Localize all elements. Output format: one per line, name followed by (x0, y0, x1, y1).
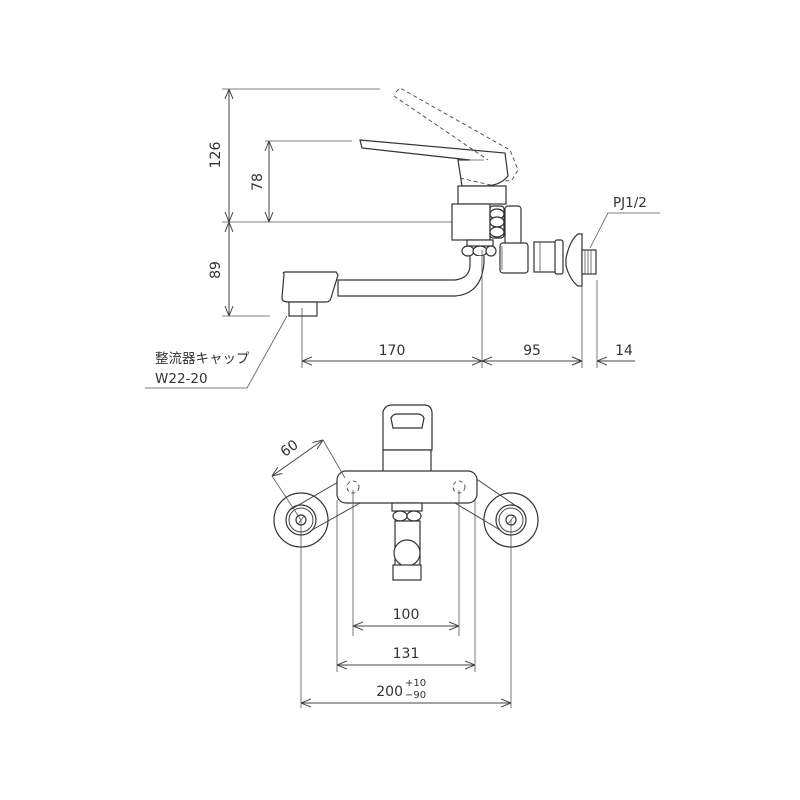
dim-label-126: 126 (208, 142, 224, 169)
dim-label-95: 95 (523, 343, 541, 359)
dimension-78: 78 (250, 141, 269, 222)
dimension-14: 14 (567, 343, 635, 361)
lever-handle (359, 139, 509, 187)
dimension-95: 95 (482, 343, 582, 361)
dim-label-200: 200 (376, 684, 403, 700)
connection-label: PJ1/2 (613, 195, 647, 211)
tolerance-plus: +10 (405, 678, 426, 689)
aerator-label-line1: 整流器キャップ (155, 351, 250, 367)
dim-label-100: 100 (393, 607, 420, 623)
dimension-131: 131 (337, 646, 475, 665)
valve-body (451, 185, 529, 274)
dimension-89: 89 (208, 222, 229, 316)
dim-label-170: 170 (379, 343, 406, 359)
lever-raised-outline (393, 87, 519, 187)
dim-label-131: 131 (393, 646, 420, 662)
body-bar (336, 470, 478, 504)
tolerance-minus: −90 (405, 690, 426, 701)
lever-front (382, 404, 433, 473)
eccentric-fitting (533, 233, 597, 287)
connection-callout: PJ1/2 (589, 195, 660, 249)
dimension-100: 100 (353, 607, 459, 626)
dimension-170: 170 (302, 343, 482, 361)
aerator-label-line2: W22-20 (155, 371, 208, 387)
dimension-126: 126 (208, 89, 229, 222)
spout (281, 256, 485, 317)
dim-label-78: 78 (250, 173, 266, 191)
aerator-callout: 整流器キャップ W22-20 (145, 315, 288, 389)
side-view: 126 78 89 (145, 87, 660, 389)
spout-front (391, 502, 423, 581)
dimension-200: 200 +10 −90 (301, 678, 511, 703)
front-view: 60 100 131 200 +10 −90 (272, 404, 539, 708)
dim-label-14: 14 (615, 343, 633, 359)
dim-label-60: 60 (278, 437, 302, 460)
dim-label-89: 89 (208, 261, 224, 279)
